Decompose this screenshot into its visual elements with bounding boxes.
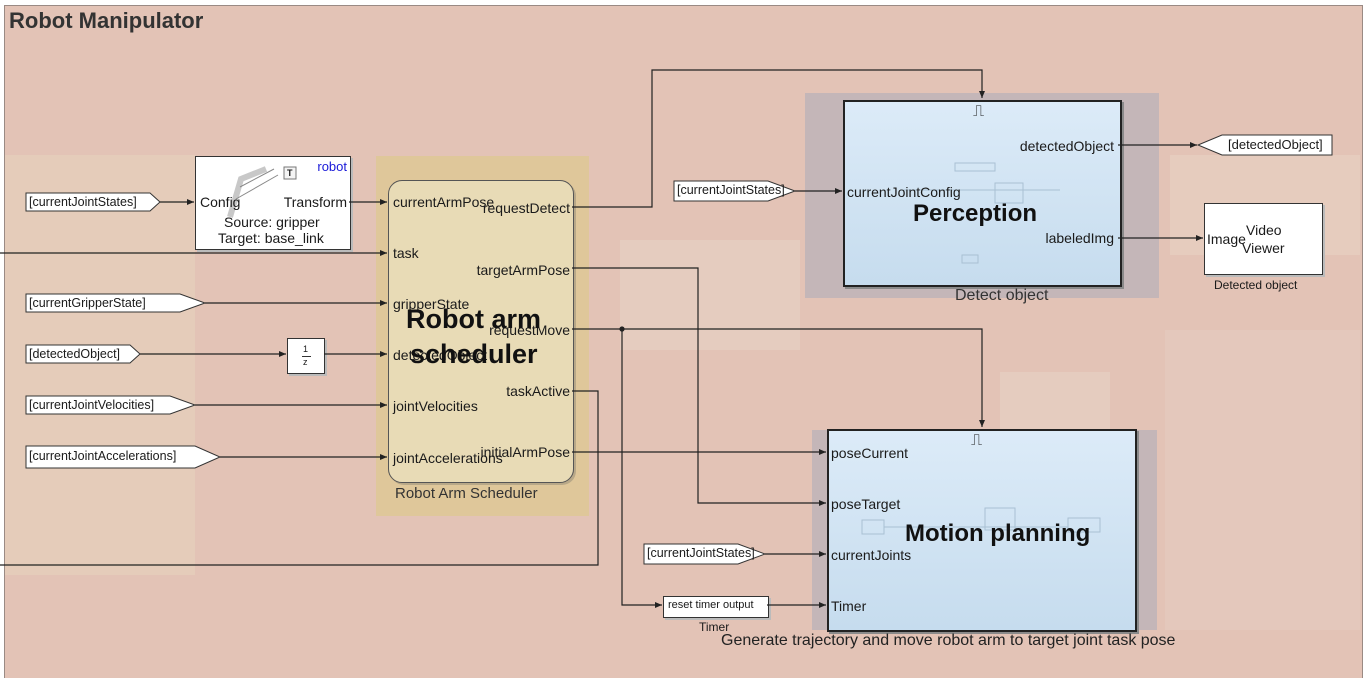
delay-fraction-bar <box>302 356 311 357</box>
delay-denominator: z <box>303 357 308 367</box>
unit-delay-block[interactable]: 1 z <box>287 338 325 374</box>
robot-arm-icon <box>227 166 297 218</box>
from-tag-shape <box>643 543 767 565</box>
transform-source-label: Source: gripper <box>224 214 320 230</box>
from-tag-current-joint-velocities[interactable]: [currentJointVelocities] <box>29 398 155 412</box>
video-viewer-label-line1: Video <box>1246 222 1282 238</box>
transform-robot-label: robot <box>317 159 347 174</box>
from-tag-current-joint-states-motion[interactable]: [currentJointStates] <box>647 546 755 560</box>
from-tag-current-joint-accelerations[interactable]: [currentJointAccelerations] <box>29 449 177 463</box>
from-tag-shape <box>25 293 207 313</box>
from-tag-detected-object[interactable]: [detectedObject] <box>29 347 121 361</box>
video-viewer-label-line2: Viewer <box>1242 240 1285 256</box>
perception-output-port: detectedObject <box>1019 138 1114 154</box>
perception-subsystem-block[interactable] <box>843 100 1122 287</box>
from-tag-shape <box>25 192 161 212</box>
scheduler-input-port: gripperState <box>393 296 470 312</box>
video-viewer-block[interactable] <box>1204 203 1323 275</box>
from-tag-shape <box>25 395 197 415</box>
goto-tag-shape <box>1196 134 1333 156</box>
scheduler-output-port: initialArmPose <box>480 444 570 460</box>
from-tag-current-joint-states[interactable]: [currentJointStates] <box>29 195 137 209</box>
timer-caption: Timer <box>699 620 730 634</box>
scheduler-input-port: detectedObject <box>393 347 488 363</box>
wire <box>621 329 662 608</box>
wire <box>572 267 826 506</box>
get-transform-block[interactable]: T robot Config Transform Source: gripper… <box>195 156 351 250</box>
background-shade <box>5 155 195 575</box>
transform-config-port: Config <box>200 194 241 210</box>
scheduler-output-port: requestMove <box>489 322 570 338</box>
perception-caption: Detect object <box>955 287 1049 304</box>
video-viewer-image-port: Image <box>1207 231 1246 247</box>
perception-name: Perception <box>913 200 1038 227</box>
scheduler-name-line1: Robot arm <box>406 304 541 334</box>
function-call-trigger-icon: ⎍ <box>971 432 983 449</box>
goto-tag-detected-object[interactable]: [detectedObject] <box>1228 137 1323 152</box>
scheduler-caption: Robot Arm Scheduler <box>395 485 538 502</box>
motion-input-port: Timer <box>831 598 867 614</box>
from-tag-current-gripper-state[interactable]: [currentGripperState] <box>29 296 146 310</box>
transform-t-glyph: T <box>287 168 293 178</box>
wire <box>0 390 599 566</box>
robot-arm-scheduler-block[interactable] <box>388 180 574 483</box>
wire <box>572 69 985 208</box>
from-tag-current-joint-states-perception[interactable]: [currentJointStates] <box>677 183 785 197</box>
scheduler-input-port: jointAccelerations <box>393 450 503 466</box>
motion-input-port: currentJoints <box>831 547 912 563</box>
background-shade <box>620 240 800 350</box>
branch-point <box>619 326 625 332</box>
scheduler-output-port: targetArmPose <box>476 262 570 278</box>
perception-input-port: currentJointConfig <box>847 184 961 200</box>
motion-caption: Generate trajectory and move robot arm t… <box>721 632 1176 649</box>
from-tag-shape <box>25 344 141 364</box>
background-shade <box>1000 372 1110 432</box>
delay-numerator: 1 <box>303 344 309 354</box>
motion-input-port: poseCurrent <box>831 445 909 461</box>
scheduler-output-port: requestDetect <box>482 200 570 216</box>
scheduler-input-port: task <box>393 245 419 261</box>
motion-name: Motion planning <box>905 520 1091 547</box>
rising-edge-trigger-icon: ⎍ <box>973 103 985 120</box>
scheduler-name-line2: scheduler <box>410 339 538 369</box>
timer-block-label: reset timer output <box>668 599 754 611</box>
video-viewer-caption: Detected object <box>1214 278 1298 292</box>
reset-timer-block[interactable] <box>663 596 769 618</box>
from-tag-shape <box>25 445 222 469</box>
transform-target-label: Target: base_link <box>218 230 324 246</box>
transform-transform-port: Transform <box>283 194 347 210</box>
scheduler-input-port: jointVelocities <box>393 398 478 414</box>
from-tag-shape <box>673 180 797 202</box>
motion-input-port: poseTarget <box>831 496 901 512</box>
scheduler-output-port: taskActive <box>506 383 570 399</box>
model-title: Robot Manipulator <box>9 8 204 33</box>
wire <box>572 328 985 427</box>
perception-output-port: labeledImg <box>1045 230 1115 246</box>
background-shade <box>1165 330 1360 630</box>
scheduler-input-port: currentArmPose <box>393 194 495 210</box>
